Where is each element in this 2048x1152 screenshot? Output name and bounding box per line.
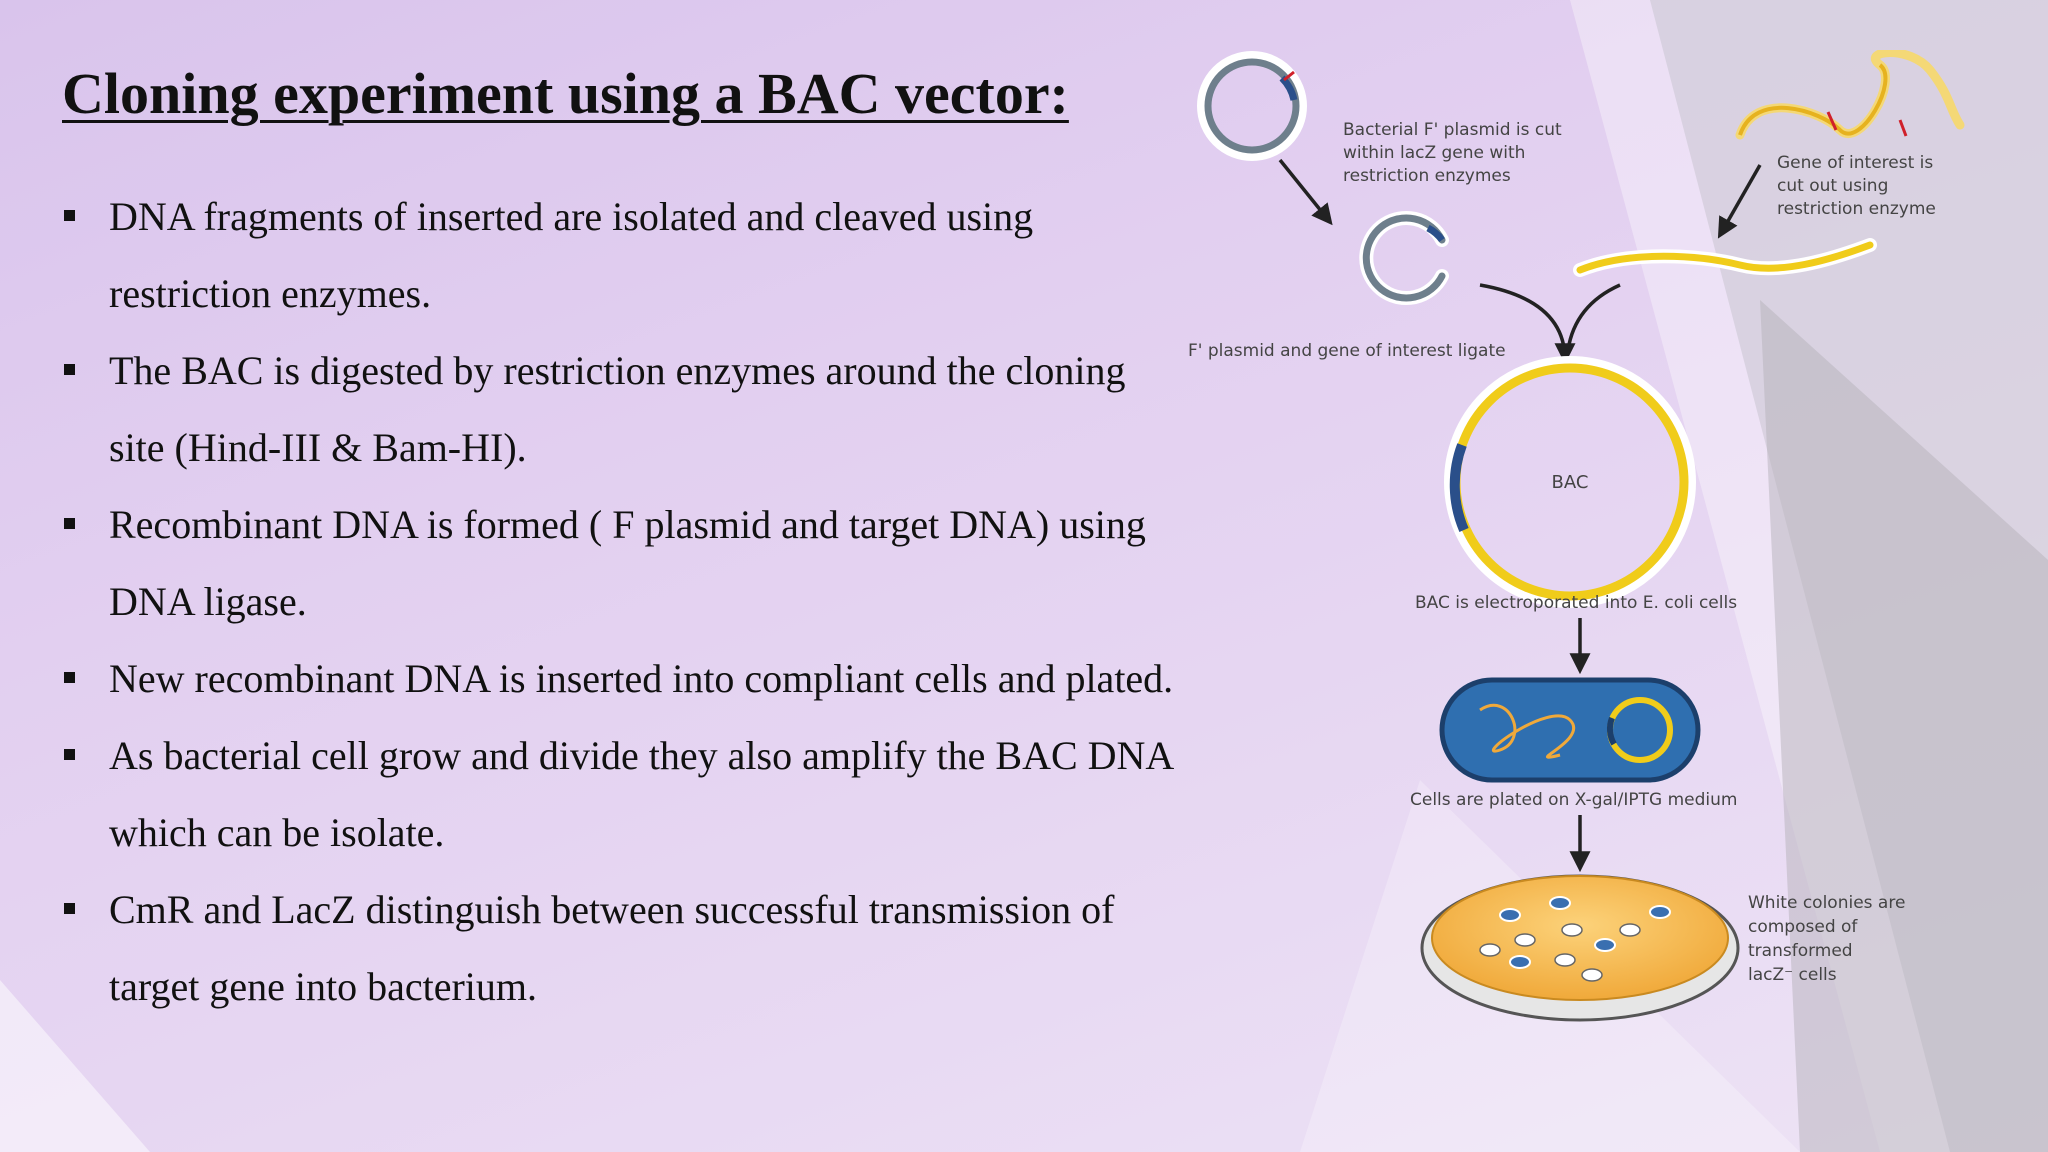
bullet-text: As bacterial cell grow and divide they a… [109,733,1173,855]
bullet-text: Recombinant DNA is formed ( F plasmid an… [109,502,1146,624]
step2-caption: Gene of interest is cut out using restri… [1777,153,1939,219]
bullet-item: As bacterial cell grow and divide they a… [62,717,1182,871]
ligate-caption: F' plasmid and gene of interest ligate [1188,341,1506,361]
plate-caption: Cells are plated on X-gal/IPTG medium [1410,790,1737,810]
electroporate-caption: BAC is electroporated into E. coli cells [1415,593,1737,613]
petri-dish-icon [1420,874,1740,1022]
arrow-icon [1717,164,1762,239]
bullet-text: New recombinant DNA is inserted into com… [109,656,1174,701]
square-bullet-icon [64,672,75,683]
bullet-text: DNA fragments of inserted are isolated a… [109,194,1034,316]
bac-cloning-diagram: Bacterial F' plasmid is cut within lacZ … [1188,50,1965,1022]
square-bullet-icon [64,210,75,221]
square-bullet-icon [64,364,75,375]
square-bullet-icon [64,518,75,529]
bullet-item: DNA fragments of inserted are isolated a… [62,178,1182,332]
bac-plasmid-icon: BAC [1444,356,1696,608]
ligation-arrow-icon [1479,283,1576,365]
slide-title: Cloning experiment using a BAC vector: [62,61,1069,126]
bullet-list: DNA fragments of inserted are isolated a… [62,178,1182,1025]
square-bullet-icon [64,903,75,914]
arrow-icon [1278,158,1333,226]
colony-icons [1479,896,1671,982]
bullet-item: Recombinant DNA is formed ( F plasmid an… [62,486,1182,640]
step1-caption: Bacterial F' plasmid is cut within lacZ … [1343,120,1567,186]
bullet-item: The BAC is digested by restriction enzym… [62,332,1182,486]
colonies-caption: White colonies are composed of transform… [1748,893,1911,985]
bullet-item: CmR and LacZ distinguish between success… [62,871,1182,1025]
bullet-text: CmR and LacZ distinguish between success… [109,887,1115,1009]
gene-of-interest-icon [1735,50,1965,140]
bullet-text: The BAC is digested by restriction enzym… [109,348,1126,470]
f-plasmid-intact-icon [1197,51,1307,161]
square-bullet-icon [64,749,75,760]
bac-label: BAC [1552,472,1589,493]
bullet-item: New recombinant DNA is inserted into com… [62,640,1182,717]
f-plasmid-cut-icon [1359,211,1449,305]
ecoli-cell-icon [1439,677,1701,783]
